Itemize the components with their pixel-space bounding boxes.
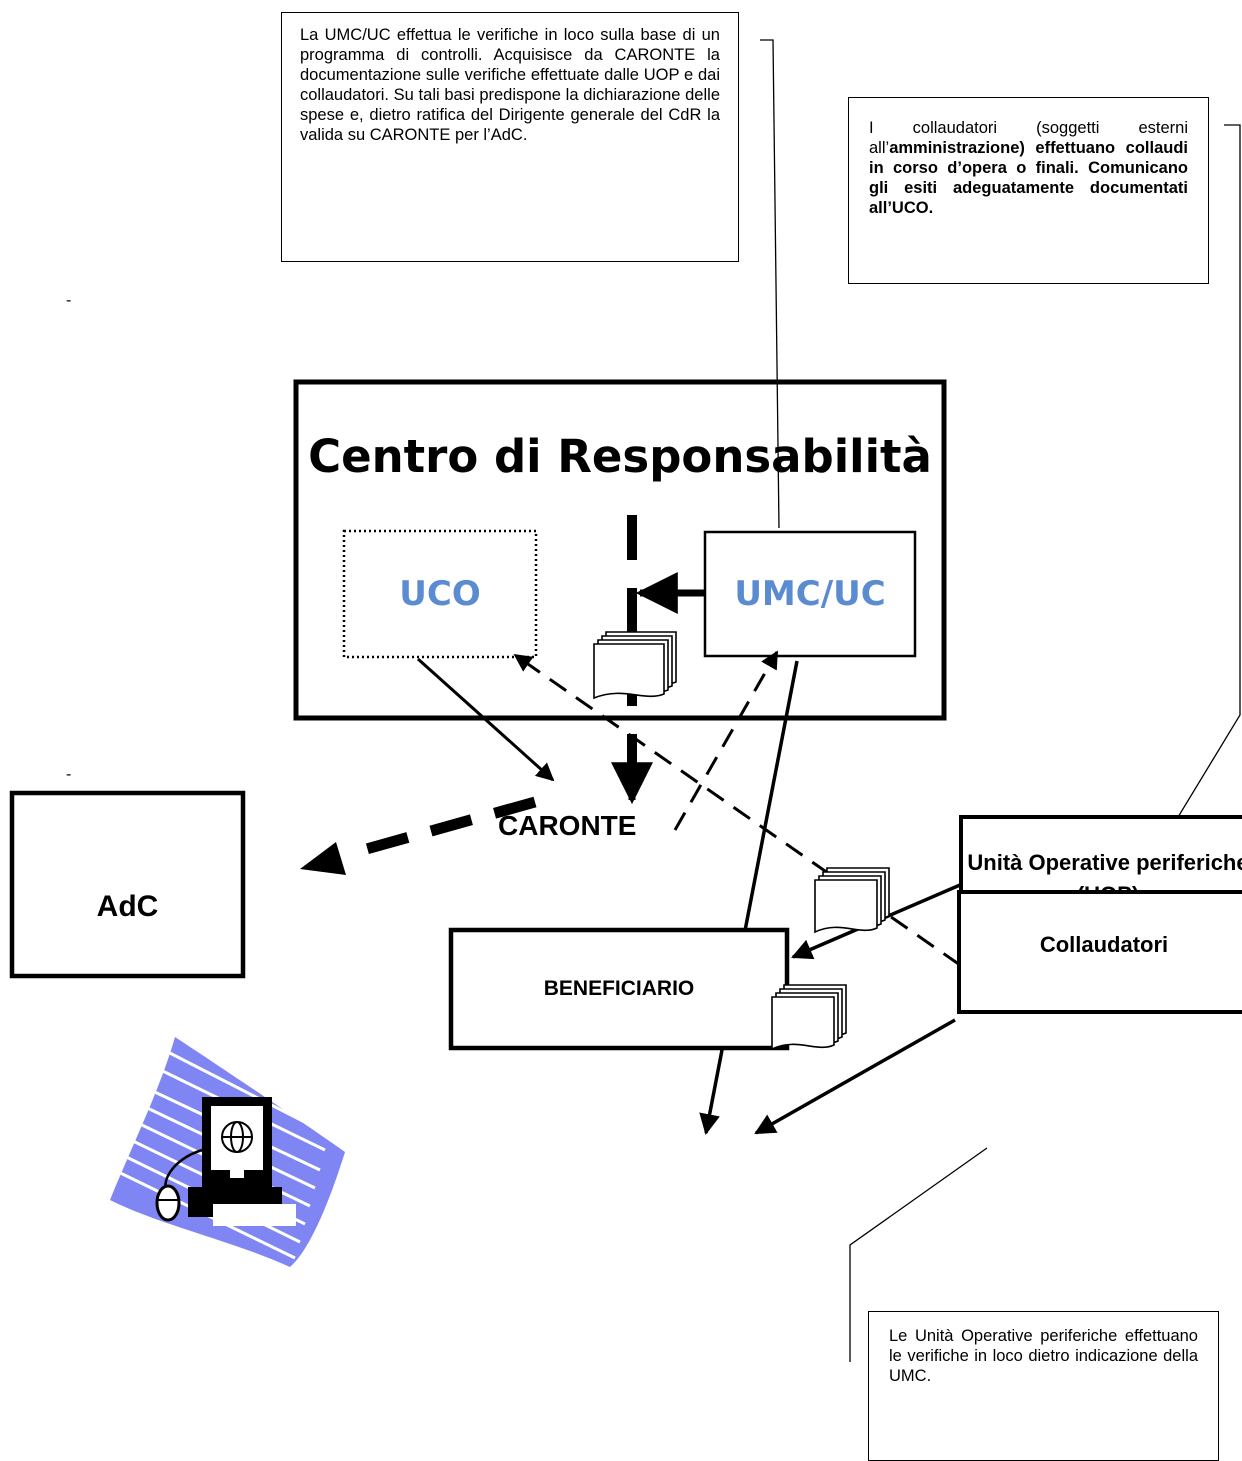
document-stack-icon — [814, 867, 890, 934]
umc-to-bottom-arrow — [699, 660, 799, 1136]
collaudatori-to-bottom-arrow — [754, 1018, 956, 1135]
collaudatori-callout: I collaudatori (soggetti esterni all’amm… — [848, 97, 1209, 284]
uco-to-caronte-arrow — [416, 657, 555, 782]
uop-callout: Le Unità Operative periferiche effettuan… — [868, 1311, 1219, 1461]
cdr-box — [293, 379, 947, 721]
callout-uop-leader — [849, 1147, 988, 1362]
uco-box — [342, 529, 538, 659]
uco-label: UCO — [399, 574, 481, 614]
umc-callout-text: La UMC/UC effettua le verifiche in loco … — [300, 26, 720, 144]
document-stack-icon — [593, 631, 677, 700]
mouse-icon — [155, 1184, 181, 1222]
uop-callout-text: Le Unità Operative periferiche effettuan… — [889, 1327, 1198, 1385]
adc-label: AdC — [96, 889, 159, 923]
collaudatori-to-uco-dashed-arrow — [513, 653, 961, 967]
caronte-to-umc-dashed-arrow — [673, 650, 779, 831]
stray-dash: - — [66, 292, 72, 309]
computer-globe-icon — [105, 1037, 345, 1267]
beneficiario-label: BENEFICIARIO — [543, 977, 695, 1000]
caronte-to-adc-thick-dashed — [343, 796, 537, 861]
collaudatori-box — [957, 890, 1242, 1014]
collaudatori-callout-text-a: I collaudatori (soggetti esterni all’ — [869, 119, 1188, 157]
callout-collaudatori-leader — [1137, 124, 1241, 884]
adc-arrowhead — [300, 842, 346, 875]
collaudatori-callout-text-b: amministrazione) effettuano collaudi in … — [869, 139, 1188, 217]
umc-callout: La UMC/UC effettua le verifiche in loco … — [281, 12, 739, 262]
umc-label: UMC/UC — [734, 574, 886, 614]
callout-umc-leader — [760, 39, 780, 529]
adc-box — [9, 790, 246, 979]
collaudatori-label: Collaudatori — [1039, 932, 1169, 957]
document-stack-icon — [771, 984, 847, 1051]
caronte-label: CARONTE — [498, 810, 637, 841]
uop-label: Unità Operative periferiche (UOP) — [967, 850, 1242, 890]
uop-box-clip: Unità Operative periferiche (UOP) — [963, 819, 1242, 890]
stray-dash: - — [66, 766, 72, 783]
cdr-title: Centro di Responsabilità — [308, 430, 932, 483]
